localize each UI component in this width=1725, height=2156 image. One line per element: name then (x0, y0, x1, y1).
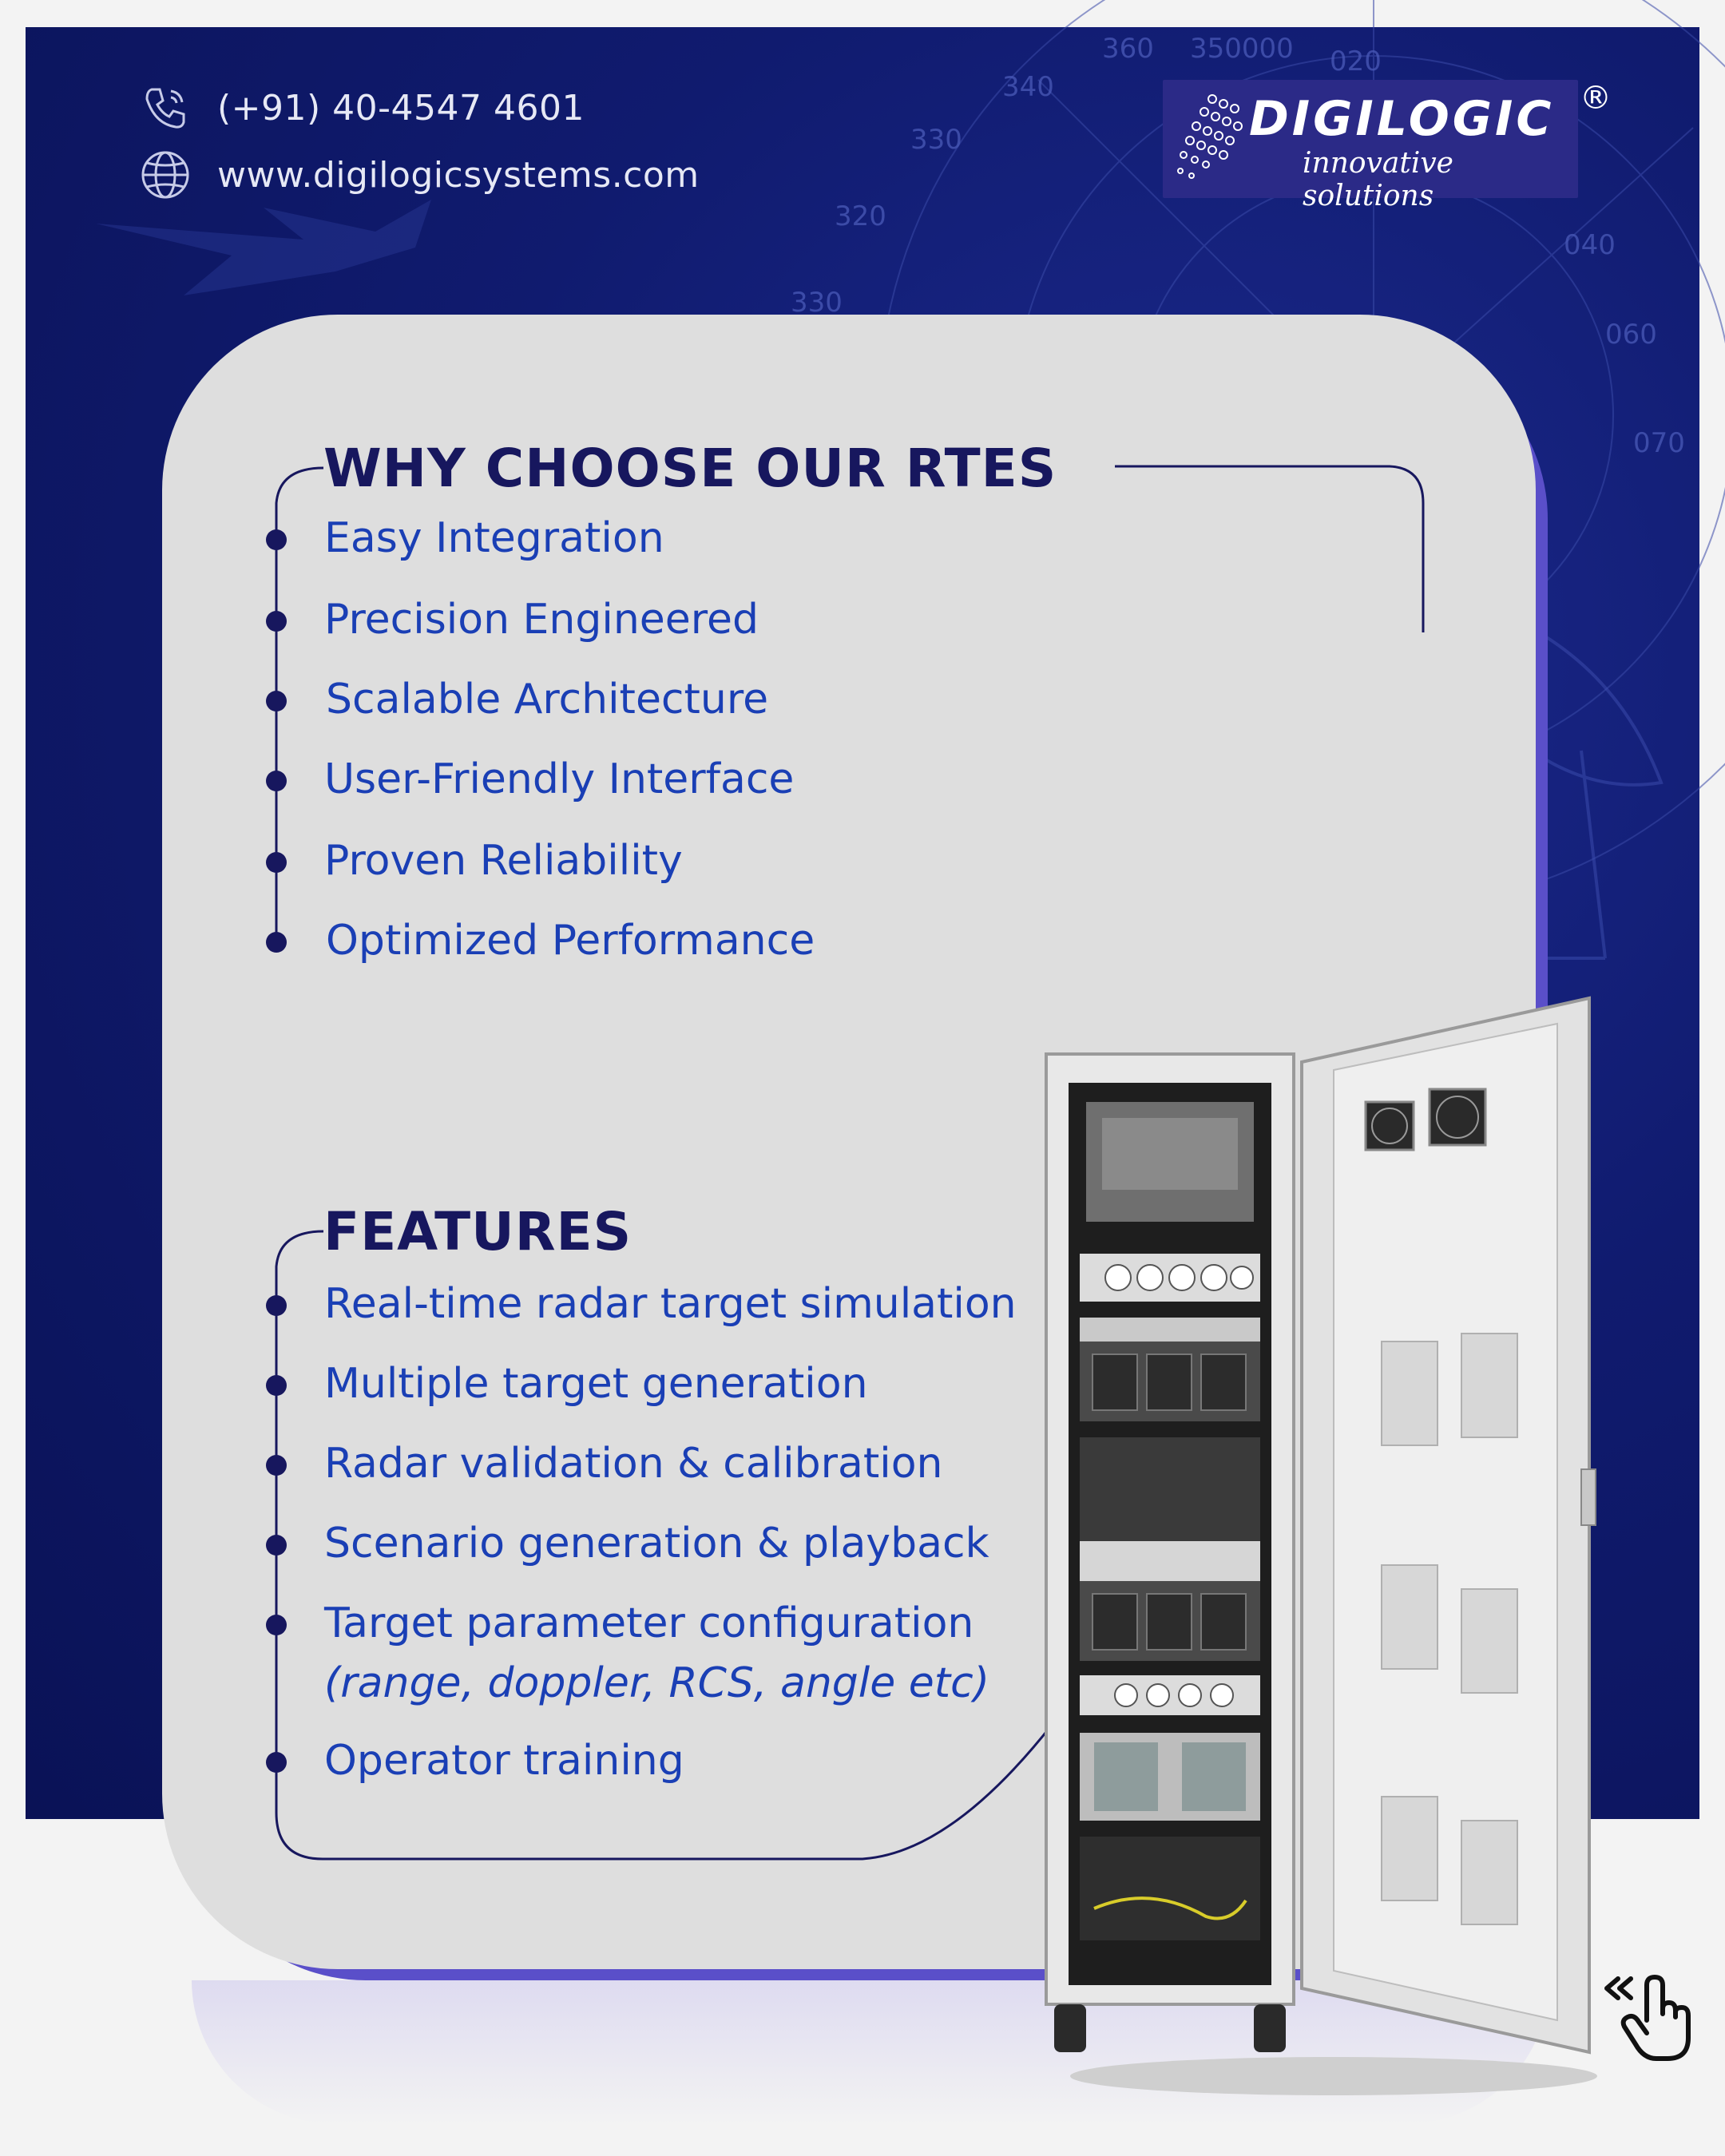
radar-label: 350000 (1190, 33, 1294, 65)
rte-cabinet-image (1045, 996, 1597, 2095)
bullet-dot (266, 691, 287, 711)
radar-label: 340 (1002, 71, 1054, 103)
website-contact[interactable]: www.digilogicsystems.com (137, 147, 700, 203)
hand-pointer-icon[interactable] (1597, 1964, 1701, 2068)
radar-label: 020 (1330, 46, 1382, 77)
bullet-dot (266, 1752, 287, 1773)
phone-icon (145, 88, 185, 129)
radar-label: 040 (1564, 229, 1616, 261)
bullet-dot (266, 771, 287, 791)
feature-item-detail: (range, doppler, RCS, angle etc) (324, 1659, 990, 1707)
bullet-dot (266, 1455, 287, 1476)
feature-item: Radar validation & calibration (324, 1440, 943, 1488)
why-item: Scalable Architecture (326, 676, 769, 723)
aircraft-icon (96, 200, 431, 295)
registered-mark: ® (1580, 80, 1612, 117)
phone-contact[interactable]: (+91) 40-4547 4601 (137, 80, 585, 136)
logo-mark-icon (1177, 94, 1243, 179)
radar-label: 070 (1633, 427, 1685, 459)
radar-label: 060 (1605, 319, 1657, 351)
globe-icon (141, 151, 189, 199)
why-item: User-Friendly Interface (324, 755, 795, 803)
why-item: Easy Integration (324, 514, 664, 562)
why-item: Precision Engineered (324, 596, 759, 644)
feature-item: Scenario generation & playback (324, 1520, 989, 1567)
feature-item: Real-time radar target simulation (324, 1280, 1017, 1328)
bullet-dot (266, 611, 287, 632)
bullet-dot (266, 529, 287, 550)
bullet-dot (266, 1535, 287, 1556)
bullet-dot (266, 1615, 287, 1635)
radar-label: 330 (791, 287, 843, 319)
feature-item: Multiple target generation (324, 1360, 868, 1408)
website-url: www.digilogicsystems.com (217, 154, 700, 196)
why-choose-heading: WHY CHOOSE OUR RTES (323, 438, 1057, 499)
why-item: Proven Reliability (324, 837, 683, 885)
brand-logo: DIGILOGIC innovative solutions (1163, 80, 1578, 212)
features-heading: FEATURES (323, 1201, 632, 1262)
bullet-dot (266, 932, 287, 953)
brand-tagline: innovative solutions (1303, 147, 1453, 212)
bullet-dot (266, 1295, 287, 1316)
card-reflection (192, 1980, 1549, 2124)
phone-number: (+91) 40-4547 4601 (217, 87, 585, 129)
bullet-dot (266, 852, 287, 873)
bullet-dot (266, 1375, 287, 1396)
feature-item: Target parameter configuration (324, 1599, 974, 1647)
radar-label: 320 (835, 200, 886, 232)
brand-name: DIGILOGIC (1249, 91, 1555, 147)
why-item: Optimized Performance (326, 917, 815, 965)
feature-item: Operator training (324, 1737, 684, 1785)
radar-label: 360 (1102, 33, 1154, 65)
radar-label: 330 (910, 124, 962, 156)
